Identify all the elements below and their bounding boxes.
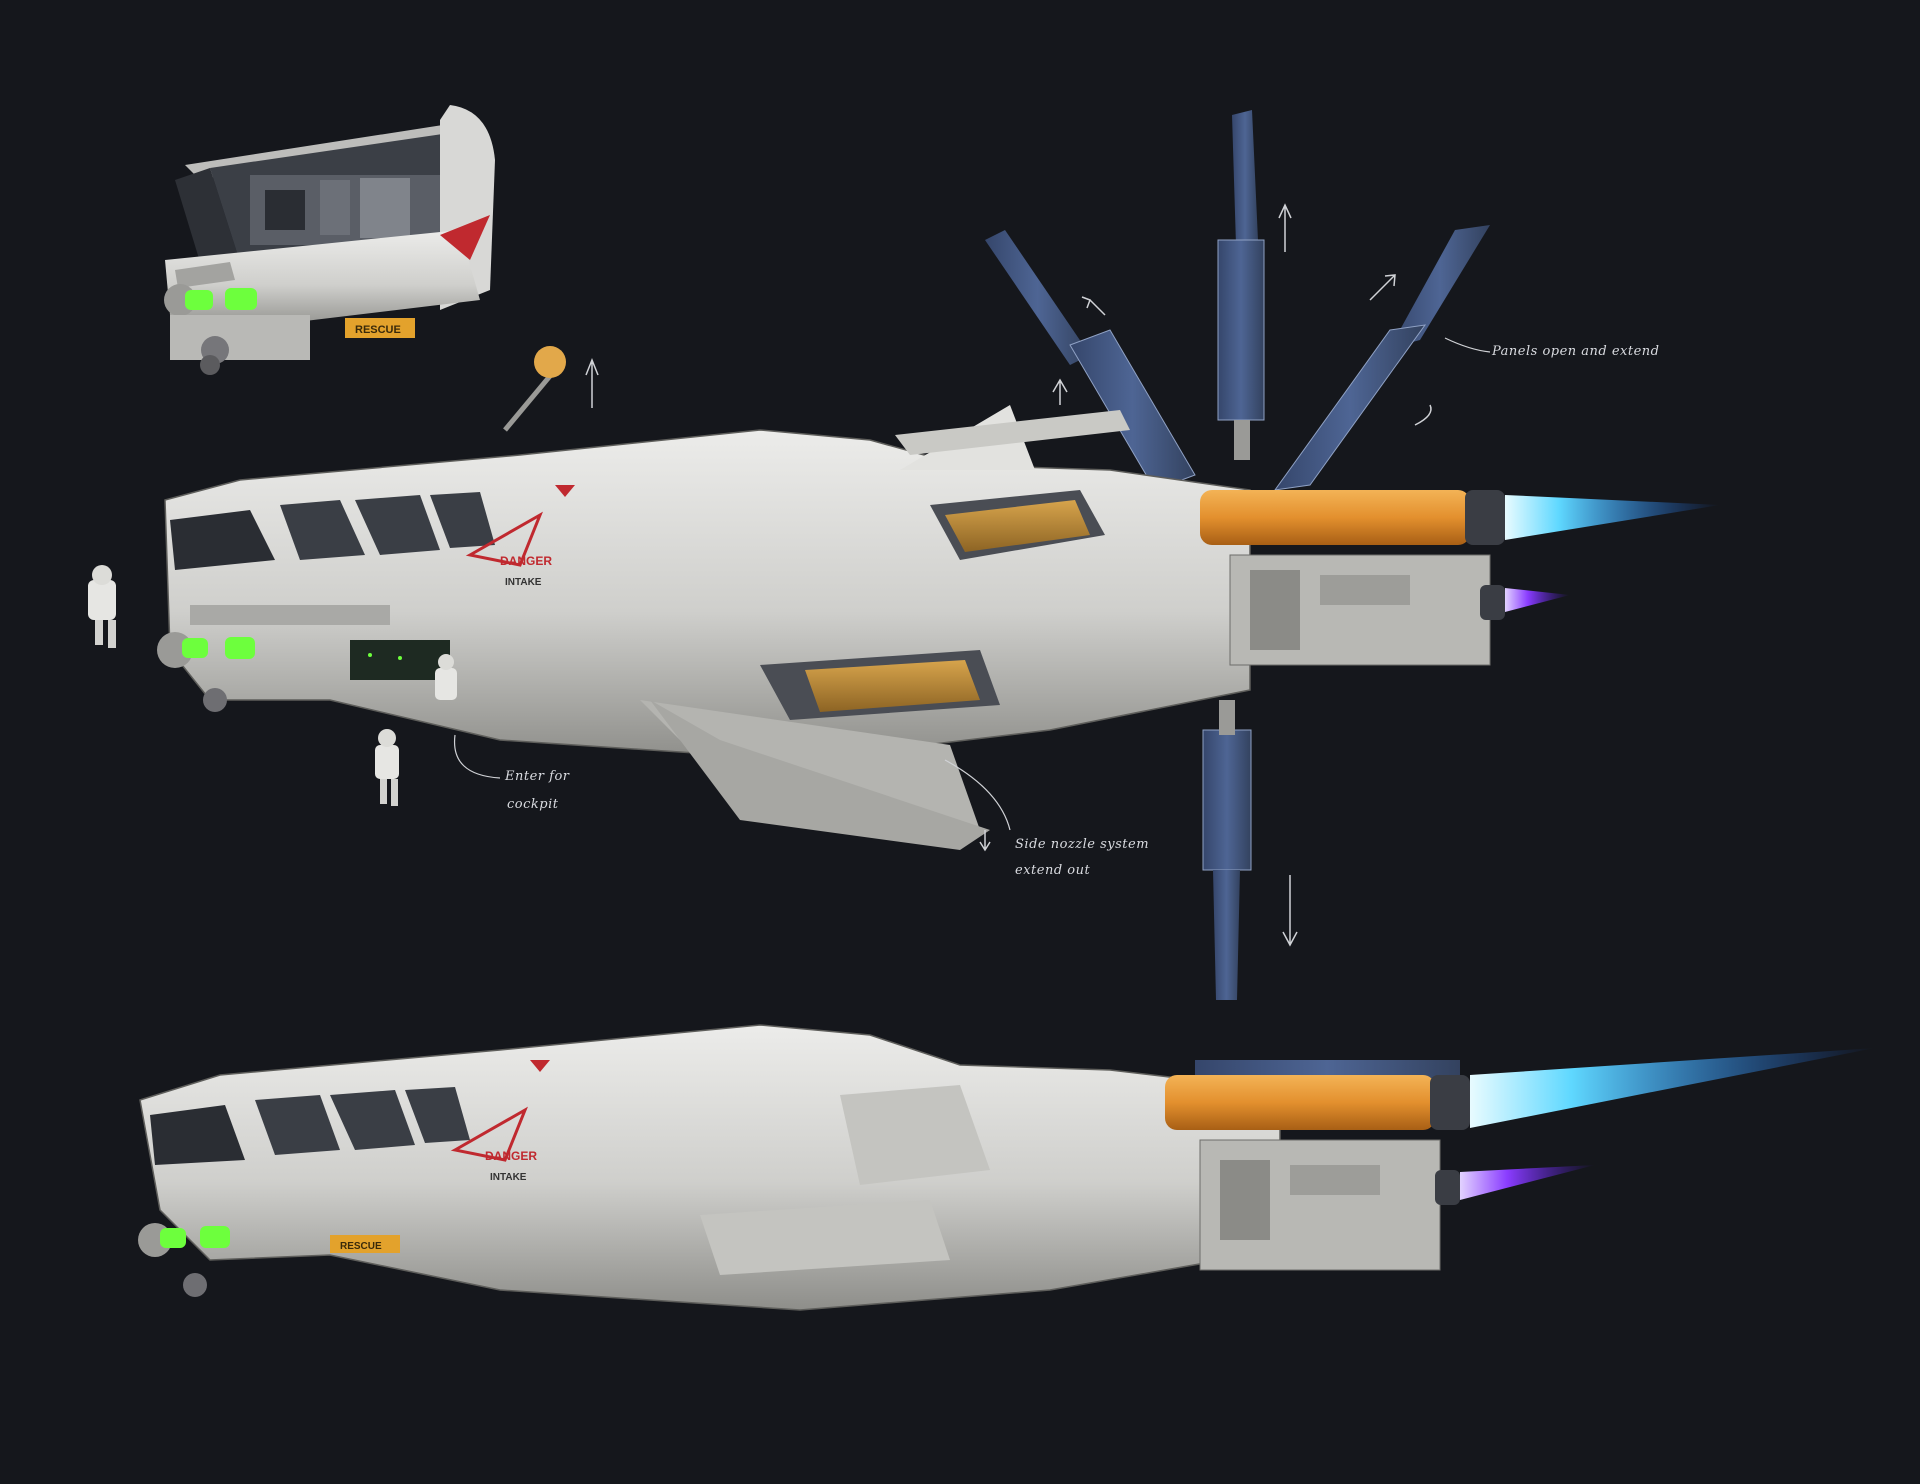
annotation-nozzle-line1: Side nozzle system [1015,837,1149,852]
rescue-decal-2: RESCUE [340,1241,382,1252]
annotation-cockpit-line1: Enter for [504,769,570,784]
antenna-dish [534,346,566,378]
main-thruster-flame [1505,495,1720,540]
danger-decal: DANGER [500,554,552,568]
intake-decal-2: INTAKE [490,1172,527,1183]
solar-panel-array [985,110,1490,1000]
ship-closed-view: DANGER INTAKE RESCUE [138,1024,1875,1311]
ship-extended-view: DANGER INTAKE [88,110,1720,1000]
astronaut-figure [375,729,399,806]
rescue-decal: RESCUE [355,324,401,336]
side-thruster-flame-2 [1460,1165,1595,1200]
astronaut-figure [88,565,116,648]
astronaut-figure [435,654,457,700]
side-thruster-flame [1505,588,1570,612]
annotation-nozzle-line2: extend out [1015,863,1090,878]
intake-decal: INTAKE [505,577,542,588]
main-thruster-flame-2 [1470,1048,1875,1128]
danger-decal-2: DANGER [485,1149,537,1163]
annotation-panels: Panels open and extend [1491,344,1660,359]
cockpit-detail-view: RESCUE [164,105,495,375]
annotation-leaders [453,337,1491,831]
motion-arrows [585,203,1432,947]
annotation-cockpit-line2: cockpit [507,797,559,812]
